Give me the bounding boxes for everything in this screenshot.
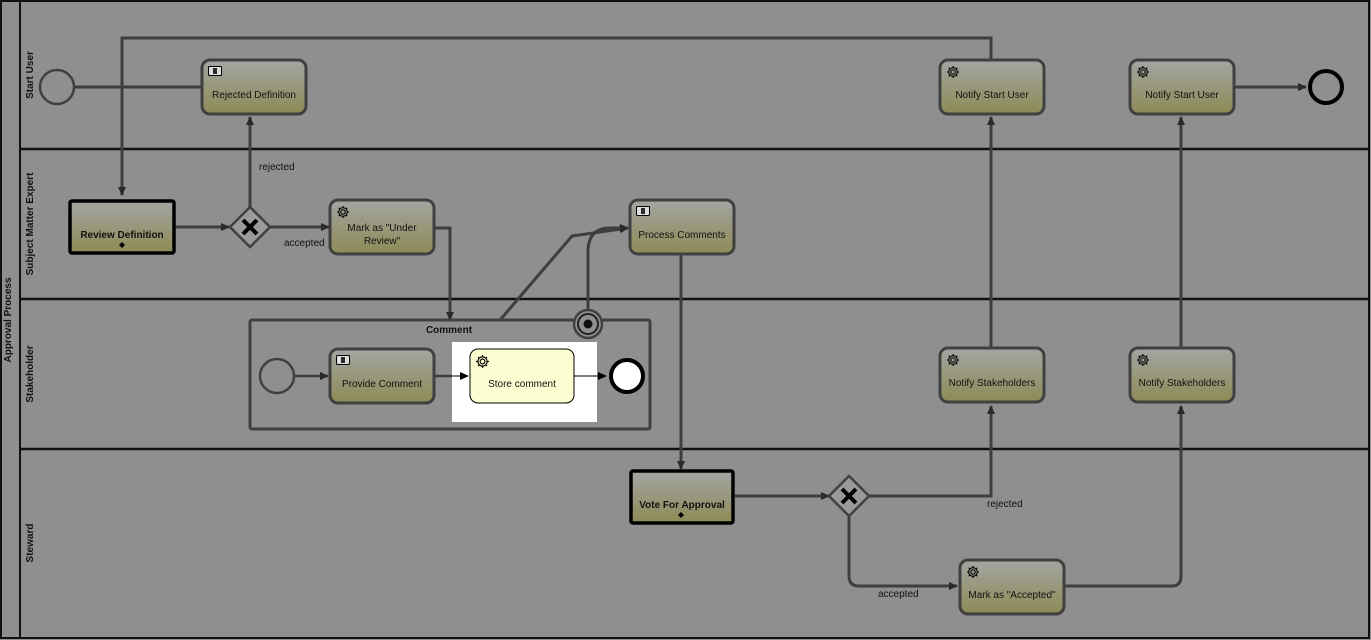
subprocess-comment[interactable]: Comment Provide Comment Store comment: [248, 308, 652, 431]
lane-subject-matter-expert: Subject Matter Expert: [25, 172, 36, 275]
task-label: Notify Start User: [955, 90, 1029, 101]
boundary-event[interactable]: [572, 308, 604, 340]
task-label: Mark as "Accepted": [968, 590, 1056, 601]
user-task-icon: [636, 206, 650, 216]
lane-steward: Steward: [25, 524, 36, 563]
task-label: Provide Comment: [342, 379, 422, 390]
edge-label-rejected: rejected: [987, 499, 1023, 510]
task-label: Notify Stakeholders: [949, 378, 1036, 389]
task-label: Notify Start User: [1145, 90, 1219, 101]
task-notify-start-user[interactable]: Notify Start User: [1128, 58, 1236, 116]
task-label: Review": [364, 236, 401, 247]
task-notify-stakeholders[interactable]: Notify Stakeholders: [938, 346, 1046, 404]
user-task-icon: [208, 66, 222, 76]
task-label: Vote For Approval: [639, 500, 725, 511]
task-label: Review Definition: [80, 230, 163, 241]
start-event[interactable]: [38, 68, 76, 106]
end-event[interactable]: [609, 358, 645, 394]
task-notify-stakeholders[interactable]: Notify Stakeholders: [1128, 346, 1236, 404]
lane-stakeholder: Stakeholder: [25, 345, 36, 402]
task-label: Process Comments: [638, 230, 725, 241]
gateway-exclusive[interactable]: [827, 474, 871, 518]
lane-label: Steward: [25, 524, 36, 563]
task-vote-for-approval[interactable]: Vote For Approval: [629, 469, 735, 525]
task-review-definition[interactable]: Review Definition: [68, 199, 176, 255]
edge-label-accepted: accepted: [878, 589, 919, 600]
task-label: Rejected Definition: [212, 90, 296, 101]
task-label: Notify Stakeholders: [1139, 378, 1226, 389]
call-activity-marker: [678, 512, 684, 518]
pool-label: Approval Process: [3, 277, 14, 362]
task-process-comments[interactable]: Process Comments: [628, 198, 736, 256]
gateway-exclusive[interactable]: [228, 205, 272, 249]
lane-start-user: Start User: [25, 51, 36, 99]
sequence-flows: [74, 36, 1307, 590]
task-provide-comment[interactable]: Provide Comment: [328, 347, 436, 405]
user-task-icon: [336, 355, 350, 365]
task-notify-start-user[interactable]: Notify Start User: [938, 58, 1046, 116]
task-mark-accepted[interactable]: Mark as "Accepted": [958, 558, 1066, 616]
task-label: Mark as "Under: [347, 223, 417, 234]
end-event[interactable]: [1308, 69, 1344, 105]
task-label: Store comment: [488, 379, 556, 390]
start-event[interactable]: [258, 357, 296, 395]
task-store-comment[interactable]: Store comment: [469, 348, 575, 404]
lane-label: Stakeholder: [25, 345, 36, 402]
call-activity-marker: [119, 242, 125, 248]
edge-label-rejected: rejected: [259, 162, 295, 173]
lane-label: Start User: [25, 51, 36, 99]
subprocess-label: Comment: [426, 325, 473, 336]
lane-label: Subject Matter Expert: [25, 172, 36, 275]
task-rejected-definition[interactable]: Rejected Definition: [200, 58, 308, 116]
edge-label-accepted: accepted: [284, 238, 325, 249]
task-mark-under-review[interactable]: Mark as "Under Review": [328, 198, 436, 256]
